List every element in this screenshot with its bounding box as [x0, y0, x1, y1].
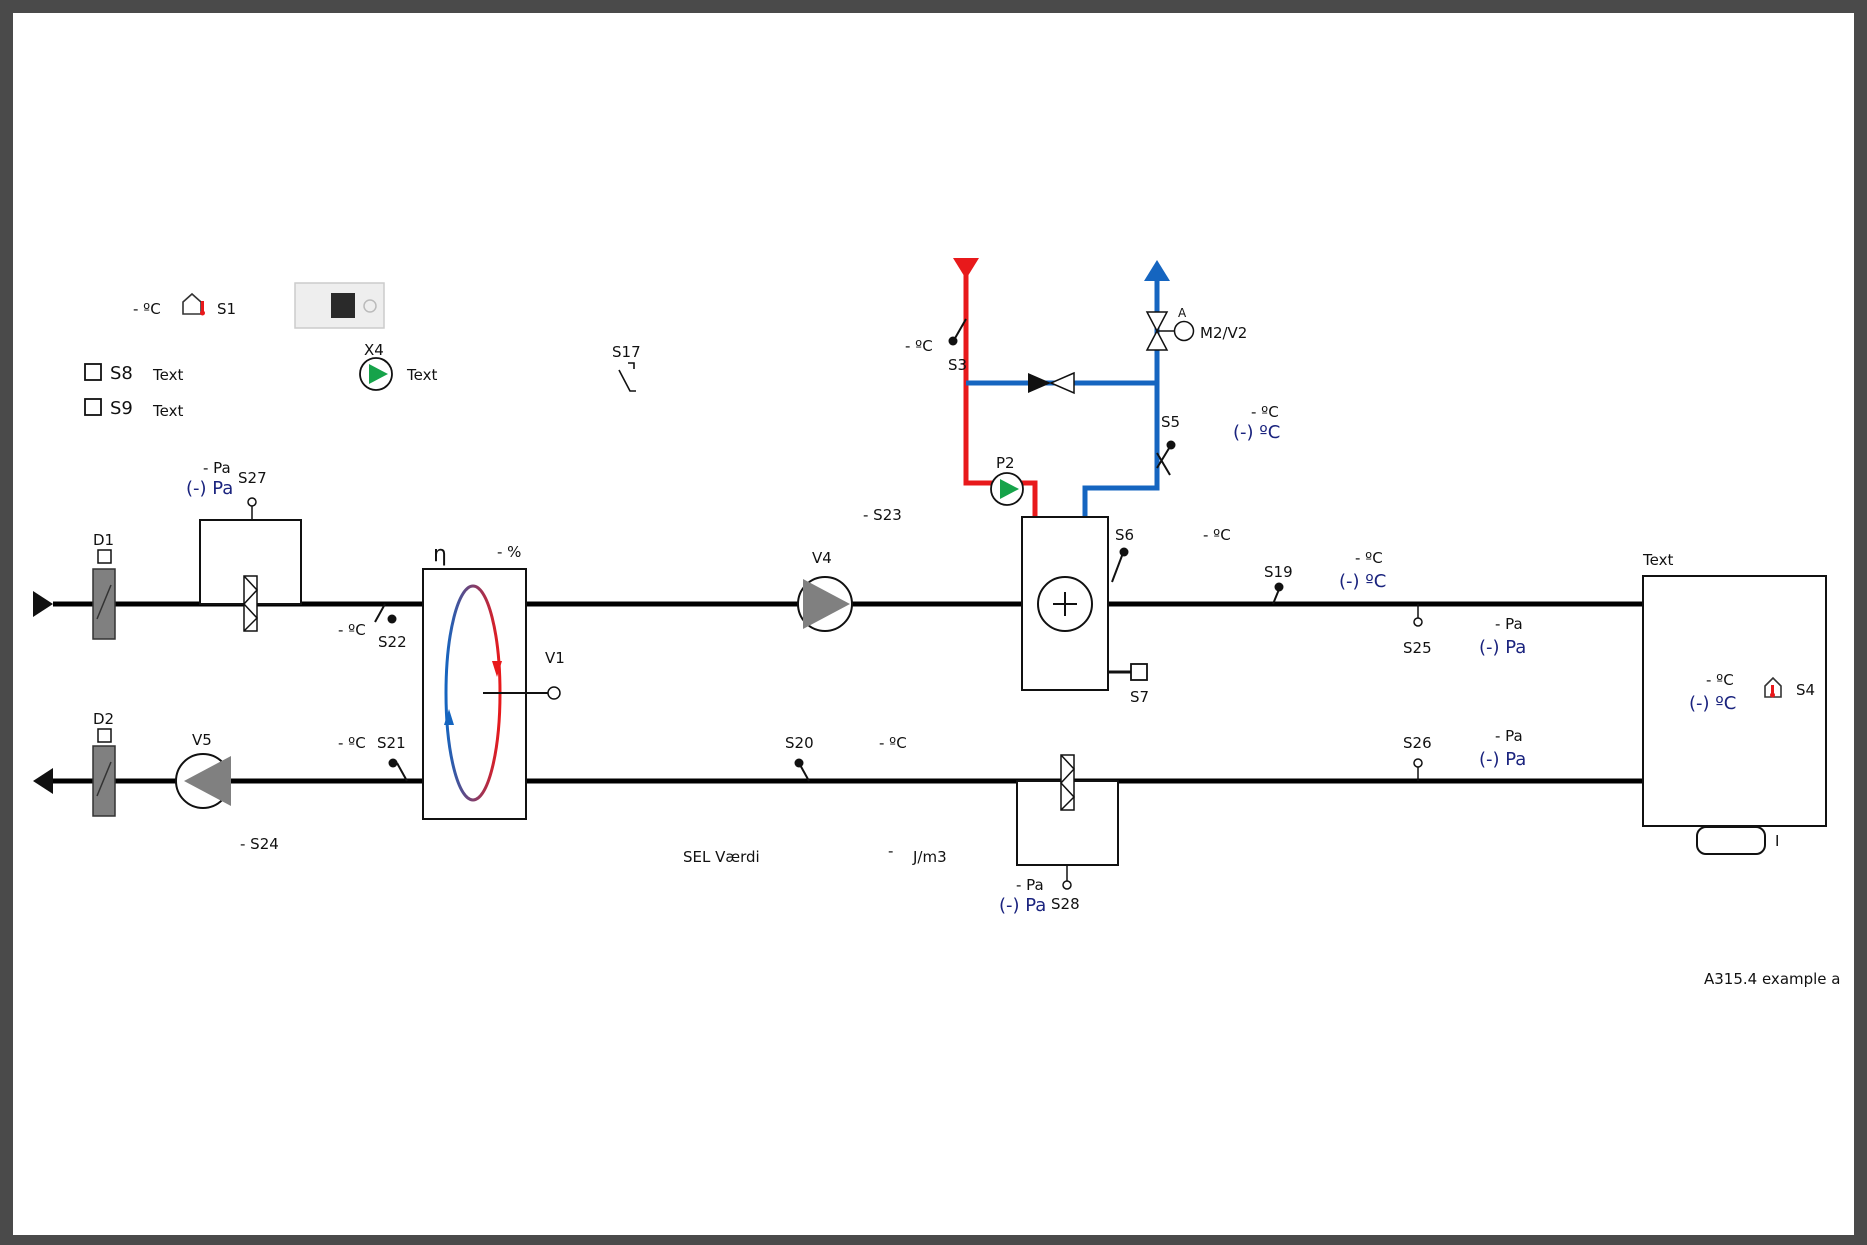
v4-fan-icon[interactable] [797, 576, 853, 632]
s27-sensor-icon[interactable] [247, 497, 257, 507]
s9-text: Text [152, 402, 183, 420]
s28-sensor-icon[interactable] [1062, 880, 1072, 890]
s28-label: S28 [1051, 895, 1080, 913]
s23-label: - S23 [863, 506, 902, 524]
s8-label: S8 [110, 363, 133, 384]
s26-sensor-icon[interactable] [1413, 758, 1423, 768]
v5-label: V5 [192, 731, 212, 749]
s1-label: S1 [217, 300, 236, 318]
v1-label: V1 [545, 649, 565, 667]
x4-label: X4 [364, 341, 384, 359]
d2-damper-icon[interactable] [92, 745, 116, 817]
v1-motor-icon[interactable] [547, 686, 561, 700]
s7-label: S7 [1130, 688, 1149, 706]
s27-filter-icon[interactable] [243, 575, 258, 632]
controller-device-icon[interactable] [294, 282, 385, 329]
s27-pa-setpoint: (-) Pa [186, 478, 233, 499]
s25-label: S25 [1403, 639, 1432, 657]
s21-label: S21 [377, 734, 406, 752]
d1-damper-icon[interactable] [92, 568, 116, 640]
x4-pump-icon[interactable] [359, 357, 393, 391]
s9-label: S9 [110, 398, 133, 419]
s24-label: - S24 [240, 835, 279, 853]
s22-temp-readout: - ºC [338, 621, 366, 639]
diagram-canvas: - ºC S1 S8 Text S9 Text X4 Text S17 D1 -… [13, 13, 1854, 1235]
s20-label: S20 [785, 734, 814, 752]
s8-checkbox[interactable] [84, 363, 102, 381]
s19-temp-readout: - ºC [1355, 549, 1383, 567]
sel-unit: J/m3 [912, 848, 947, 866]
room-text: Text [1642, 551, 1673, 569]
s4-temp-readout: - ºC [1706, 671, 1734, 689]
s5-label: S5 [1161, 413, 1180, 431]
s19-label: S19 [1264, 563, 1293, 581]
outdoor-house-icon [182, 292, 205, 316]
sel-value: - [888, 842, 893, 860]
s4-temp-setpoint: (-) ºC [1689, 693, 1736, 714]
sel-label: SEL Værdi [683, 848, 760, 866]
hvac-diagram: - ºC S1 S8 Text S9 Text X4 Text S17 D1 -… [33, 258, 1841, 988]
s19-sensor-icon[interactable] [1274, 582, 1284, 592]
s28-filter-icon[interactable] [1060, 754, 1075, 811]
s28-pa-setpoint: (-) Pa [999, 895, 1046, 916]
s22-sensor-icon[interactable] [387, 614, 397, 624]
room-house-icon [1764, 676, 1782, 698]
s26-pa-setpoint: (-) Pa [1479, 749, 1526, 770]
outdoor-temp-readout: - ºC [133, 300, 161, 318]
efficiency-readout: - % [497, 543, 521, 561]
valve-a-label: A [1178, 306, 1187, 320]
heating-coil-plus-icon[interactable] [1037, 576, 1093, 632]
s6-sensor-icon[interactable] [1119, 547, 1129, 557]
v4-label: V4 [812, 549, 832, 567]
d1-label: D1 [93, 531, 114, 549]
return-arrow-icon [1144, 260, 1170, 281]
s25-sensor-icon[interactable] [1413, 617, 1423, 627]
p2-pump-icon[interactable] [990, 472, 1024, 506]
extract-outlet-arrow-icon [33, 768, 53, 794]
s20-sensor-icon[interactable] [794, 758, 804, 768]
eta-symbol: η [433, 542, 447, 567]
s8-text: Text [152, 366, 183, 384]
s17-label: S17 [612, 343, 641, 361]
s25-pa-readout: - Pa [1495, 615, 1523, 633]
d1-actuator-icon[interactable] [97, 549, 112, 564]
example-caption: A315.4 example a [1704, 970, 1841, 988]
check-valve-icon[interactable] [1028, 371, 1075, 395]
s22-label: S22 [378, 633, 407, 651]
m2-v2-valve-icon[interactable] [1145, 311, 1195, 351]
s28-pa-readout: - Pa [1016, 876, 1044, 894]
s27-pa-readout: - Pa [203, 459, 231, 477]
s25-pa-setpoint: (-) Pa [1479, 637, 1526, 658]
s3-sensor-icon[interactable] [948, 336, 958, 346]
s5-temp-setpoint: (-) ºC [1233, 422, 1280, 443]
s19-temp-setpoint: (-) ºC [1339, 571, 1386, 592]
s6-label: S6 [1115, 526, 1134, 544]
v5-fan-icon[interactable] [175, 753, 231, 809]
s6-temp-readout: - ºC [1203, 526, 1231, 544]
return-water-pipe [966, 380, 1160, 517]
s7-frost-sensor-icon[interactable] [1130, 663, 1148, 681]
s5-temp-readout: - ºC [1251, 403, 1279, 421]
s21-sensor-icon[interactable] [388, 758, 398, 768]
supply-inlet-arrow-icon [33, 591, 53, 617]
x4-text: Text [406, 366, 437, 384]
s27-label: S27 [238, 469, 267, 487]
s20-temp-readout: - ºC [879, 734, 907, 752]
s17-switch-icon[interactable] [618, 362, 636, 392]
s21-temp-readout: - ºC [338, 734, 366, 752]
m2-v2-label: M2/V2 [1200, 324, 1247, 342]
d2-label: D2 [93, 710, 114, 728]
s9-checkbox[interactable] [84, 398, 102, 416]
s3-temp-readout: - ºC [905, 337, 933, 355]
room-panel-label: I [1775, 832, 1779, 850]
d2-actuator-icon[interactable] [97, 728, 112, 743]
room-panel-button[interactable] [1696, 826, 1766, 855]
hot-supply-arrow-icon [953, 258, 979, 279]
s26-pa-readout: - Pa [1495, 727, 1523, 745]
s4-label: S4 [1796, 681, 1815, 699]
p2-label: P2 [996, 454, 1015, 472]
s26-label: S26 [1403, 734, 1432, 752]
s3-label: S3 [948, 356, 967, 374]
